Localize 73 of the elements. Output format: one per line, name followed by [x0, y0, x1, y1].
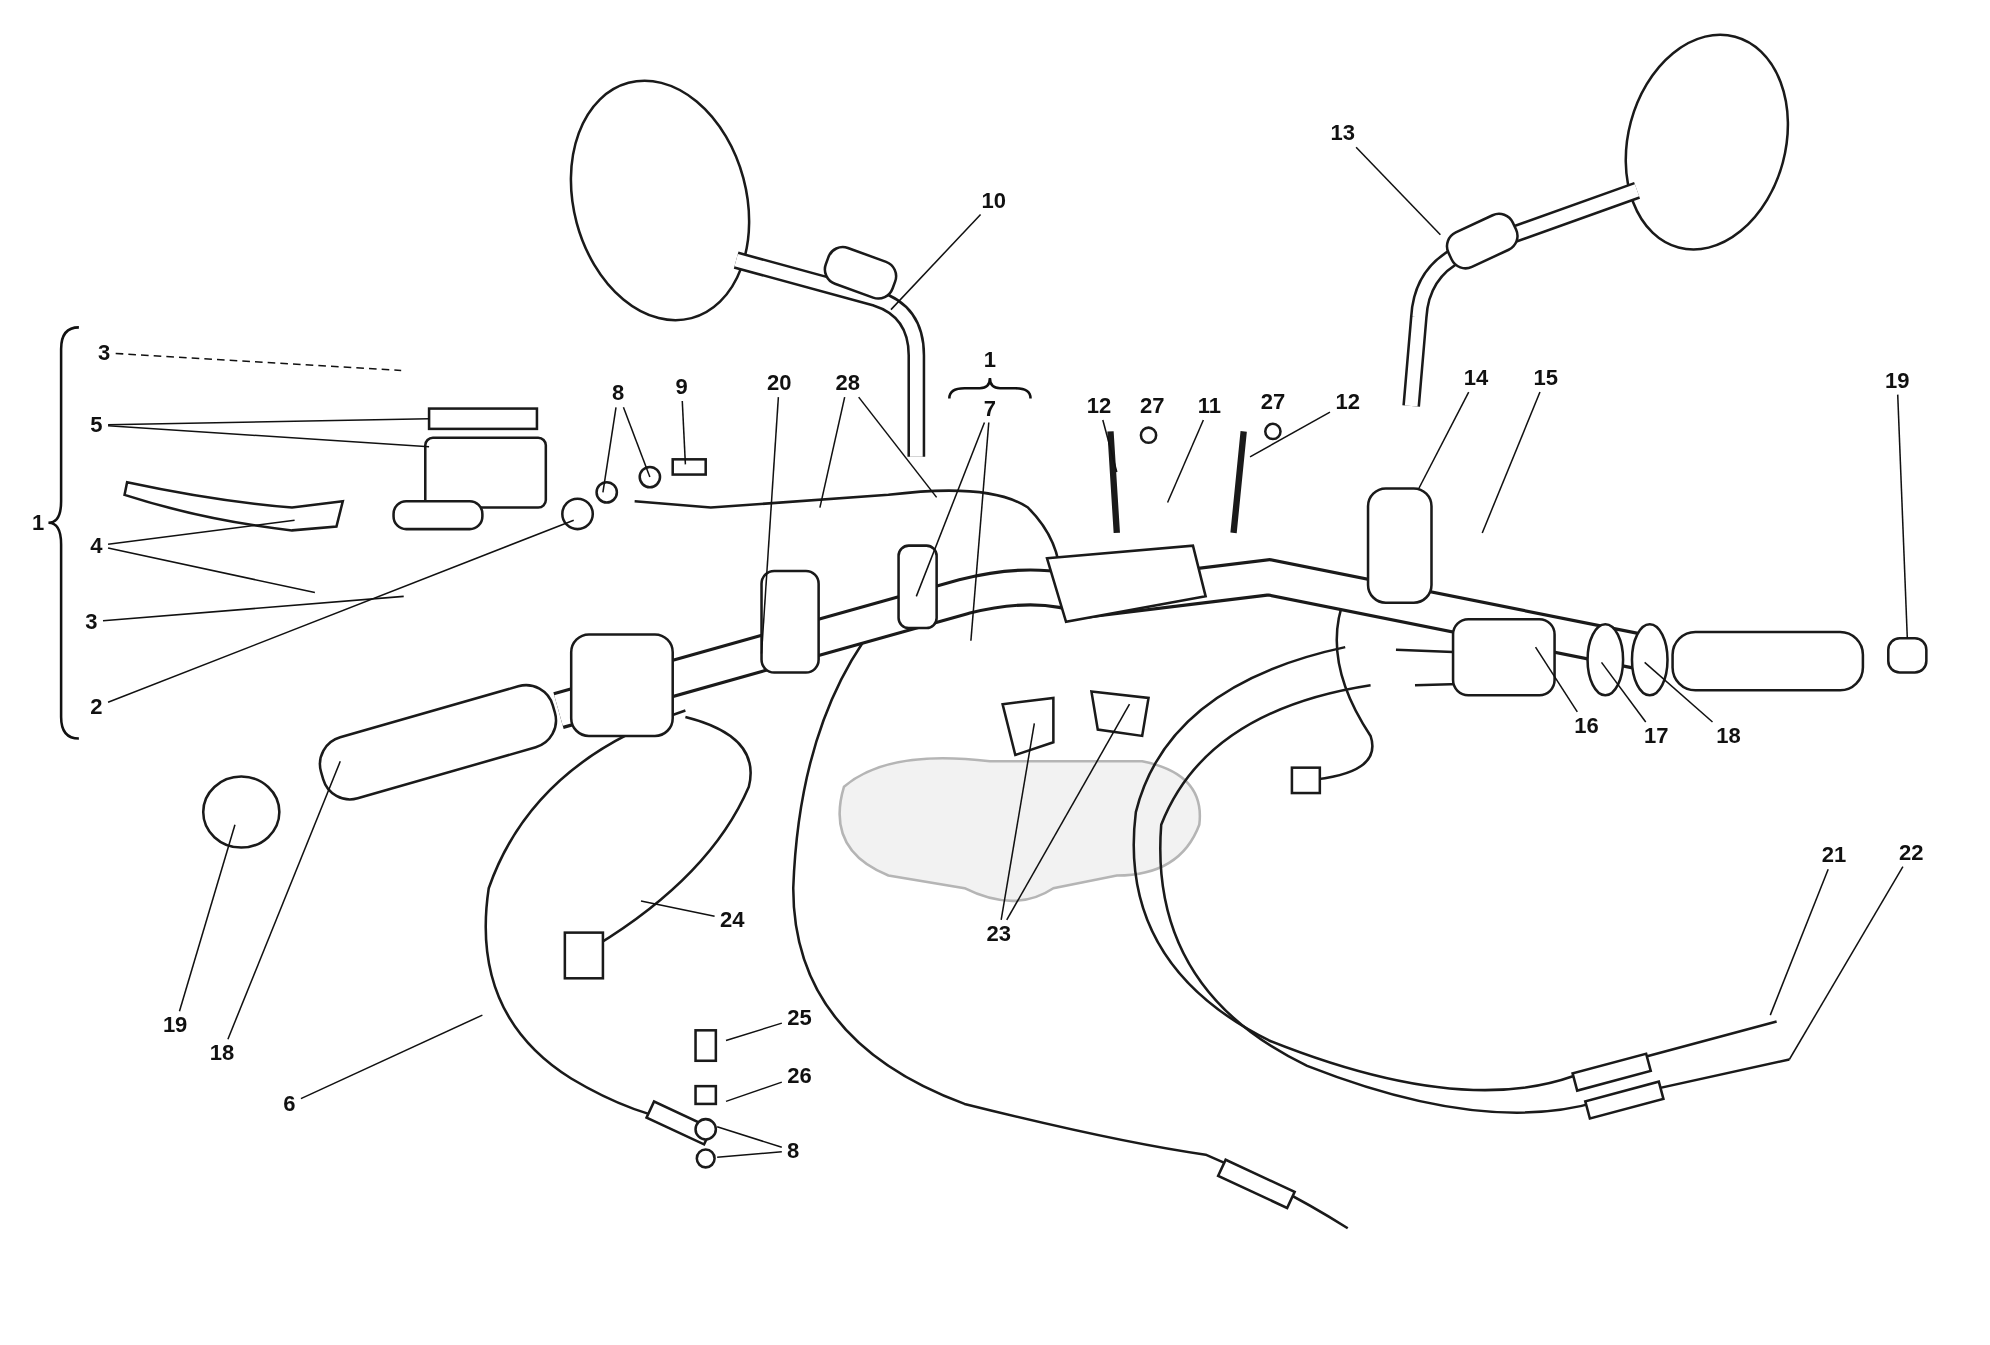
callout-number: 19 [1885, 369, 1910, 392]
callout-number: 8 [611, 382, 625, 405]
callout-number: 20 [767, 372, 792, 395]
leader-line [1896, 393, 1909, 639]
callout-number: 17 [1643, 725, 1669, 748]
leader-line [1534, 646, 1579, 713]
callout-number: 5 [90, 414, 103, 437]
callout-number: 3 [97, 341, 111, 364]
leader-line [1000, 722, 1036, 921]
leader-line [890, 213, 982, 311]
callout-number: 22 [1899, 841, 1924, 864]
callout-number: 1 [31, 511, 45, 534]
leader-line [970, 421, 990, 642]
leader-line [1249, 411, 1331, 458]
leader-line [915, 421, 986, 598]
callout-number: 3 [85, 610, 98, 633]
leader-line [1006, 703, 1131, 921]
leader-line [819, 396, 846, 509]
leader-line [602, 406, 617, 494]
leader-line [227, 760, 341, 1040]
callout-number: 27 [1140, 395, 1165, 418]
callout-number: 28 [835, 372, 860, 395]
callout-number: 19 [162, 1014, 188, 1037]
callout-number: 12 [1335, 391, 1361, 414]
leader-line [107, 519, 575, 704]
callout-number: 18 [1716, 725, 1741, 748]
leader-line [681, 400, 687, 466]
callout-number: 25 [787, 1006, 812, 1029]
callout-number: 13 [1330, 122, 1355, 145]
leader-line [725, 1022, 783, 1042]
leader-line [1481, 391, 1541, 534]
callout-number: 4 [90, 534, 103, 557]
callout-number: 16 [1574, 714, 1599, 737]
leader-line [1600, 661, 1647, 723]
leader-line [107, 425, 430, 448]
callout-number: 11 [1197, 395, 1222, 418]
leader-line [300, 1014, 484, 1100]
leader-line [716, 1126, 783, 1148]
callout-number: 10 [981, 189, 1006, 212]
callout-number: 27 [1260, 391, 1286, 414]
callout-number: 7 [983, 397, 997, 420]
callout-number: 9 [675, 376, 688, 399]
leader-line [107, 547, 316, 594]
callout-number: 2 [90, 695, 103, 718]
leader-line [1102, 419, 1118, 473]
leader-line [178, 824, 236, 1013]
callout-number: 15 [1533, 367, 1559, 390]
callout-number: 23 [986, 923, 1012, 946]
callout-number: 18 [209, 1042, 235, 1065]
callout-number: 26 [787, 1065, 812, 1088]
callout-number: 14 [1463, 367, 1489, 390]
leader-line [716, 1151, 783, 1158]
leader-line [1418, 391, 1470, 490]
leader-line [114, 352, 402, 372]
callout-number: 12 [1086, 395, 1112, 418]
leader-line [857, 396, 938, 499]
leader-line [760, 396, 780, 655]
leader-line [1643, 661, 1714, 723]
leader-line [640, 900, 716, 917]
leader-line [1166, 419, 1205, 504]
callout-number: 1 [983, 349, 997, 372]
leader-line [1788, 865, 1904, 1061]
leader-line [622, 406, 651, 478]
leader-line [107, 519, 296, 545]
leader-line [1769, 868, 1829, 1016]
leader-line [725, 1081, 783, 1103]
leader-line [107, 417, 430, 426]
callout-number: 21 [1821, 844, 1847, 867]
callout-number: 6 [283, 1093, 296, 1116]
leader-line [102, 595, 405, 622]
leader-line [1355, 146, 1442, 236]
callout-number: 8 [787, 1140, 800, 1163]
callout-number: 24 [720, 909, 745, 932]
